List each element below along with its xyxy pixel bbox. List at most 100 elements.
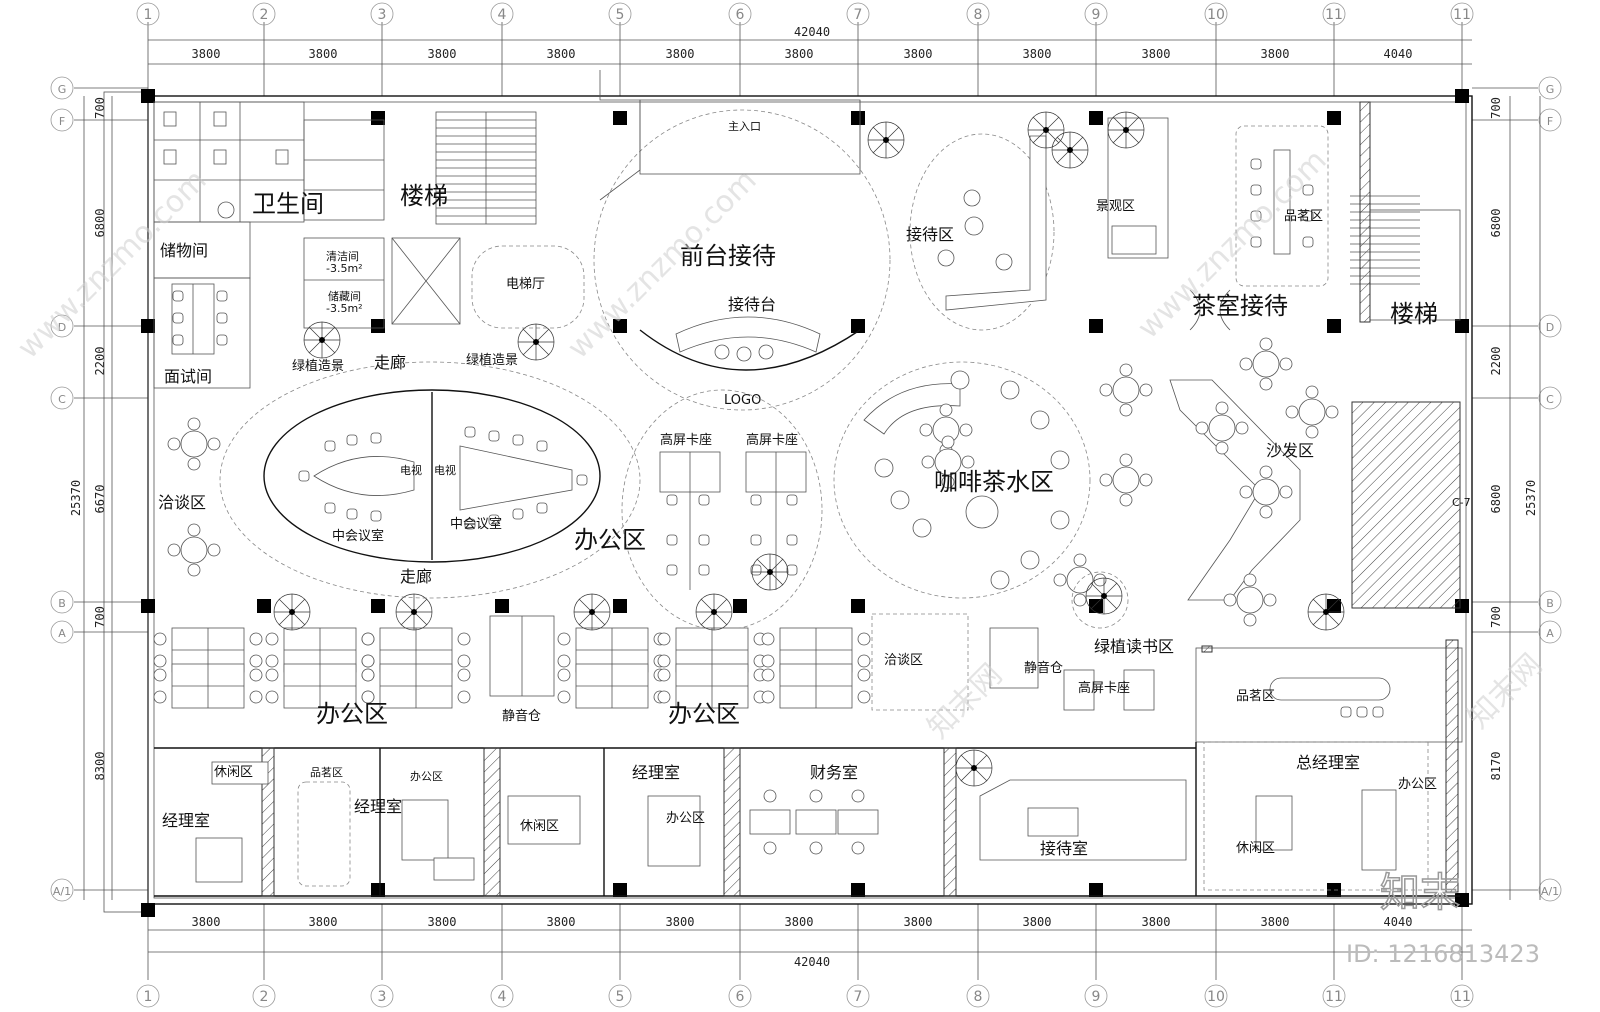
label-manager-3: 经理室 xyxy=(632,763,680,782)
desk-cluster xyxy=(557,663,667,709)
axis-bubble xyxy=(50,590,74,614)
label-reception: 前台接待 xyxy=(680,242,776,270)
label-corridor-top: 走廊 xyxy=(374,353,406,372)
axis-bubble xyxy=(490,984,514,1008)
row-axis-label: A/1 xyxy=(1541,885,1559,898)
row-axis-label: D xyxy=(1546,321,1554,334)
label-storage: 储物间 xyxy=(160,241,208,260)
booth-chair xyxy=(666,534,678,546)
waiting-area-oval xyxy=(909,133,1055,331)
sofa-table-set xyxy=(1053,553,1107,607)
label-office-small-3: 办公区 xyxy=(666,811,705,826)
dim-label-left: 700 xyxy=(93,606,107,628)
label-leisure-3: 休闲区 xyxy=(520,819,559,834)
label-tea-area-right: 品茗区 xyxy=(1236,689,1275,704)
plant xyxy=(1307,593,1345,631)
label-door-code: C-7 xyxy=(1452,496,1471,509)
structural-column xyxy=(613,319,627,333)
label-meeting-b: 中会议室 xyxy=(450,516,502,532)
watermark-id: ID: 1216813423 xyxy=(1346,940,1540,968)
label-tv-a: 电视 xyxy=(400,463,422,477)
label-logo: LOGO xyxy=(724,393,761,408)
structural-column xyxy=(141,319,155,333)
row-axis-label: C xyxy=(1546,393,1554,406)
plant xyxy=(1085,577,1123,615)
label-reception-room: 接待室 xyxy=(1040,839,1088,858)
finance-desk xyxy=(749,809,791,835)
column-axis-label: 5 xyxy=(616,7,625,23)
cafe-seat xyxy=(874,458,894,478)
label-green-right: 绿植造景 xyxy=(466,353,518,368)
structural-column xyxy=(141,599,155,613)
label-green-reading: 绿植读书区 xyxy=(1094,637,1174,656)
structural-column xyxy=(851,319,865,333)
label-corridor-bottom: 走廊 xyxy=(400,567,432,586)
dim-label-bottom: 3800 xyxy=(1023,915,1052,929)
axis-bubble xyxy=(490,2,514,26)
label-reception-desk: 接待台 xyxy=(728,295,776,314)
desk-cluster xyxy=(153,663,263,709)
finance-chair xyxy=(763,841,777,855)
dim-label-bottom: 4040 xyxy=(1384,915,1413,929)
dim-label-bottom: 3800 xyxy=(309,915,338,929)
watermark-brand-2: 知末网 xyxy=(1461,647,1549,735)
label-silent-pod-mid: 静音仓 xyxy=(1024,660,1063,676)
dim-label-top: 3800 xyxy=(309,47,338,61)
column-axis-label: 5 xyxy=(616,989,625,1005)
plant xyxy=(395,593,433,631)
booth-chair xyxy=(750,534,762,546)
dim-label-top: 3800 xyxy=(192,47,221,61)
meeting-ellipse-outer xyxy=(219,361,641,599)
cafe-seat xyxy=(1000,380,1020,400)
label-tea-area-2: 品茗区 xyxy=(310,766,343,779)
meeting-chair xyxy=(488,430,500,442)
column-axis-label: 4 xyxy=(498,7,507,23)
structural-column xyxy=(613,883,627,897)
high-screen-booths xyxy=(659,451,807,590)
axis-bubble xyxy=(1084,984,1108,1008)
finance-chair xyxy=(763,789,777,803)
toilet-block xyxy=(153,101,385,223)
dim-label-bottom: 3800 xyxy=(666,915,695,929)
structural-column xyxy=(1089,883,1103,897)
watermark-brand-1: 知末网 xyxy=(921,657,1009,745)
cafe-seat xyxy=(1050,510,1070,530)
label-office-center: 办公区 xyxy=(574,526,646,554)
dim-label-top: 3800 xyxy=(785,47,814,61)
row-axis-label: A xyxy=(58,627,66,640)
sofa-table-set xyxy=(1239,337,1293,391)
label-stairs-right: 楼梯 xyxy=(1390,300,1438,328)
label-meeting-a: 中会议室 xyxy=(332,528,384,544)
plant xyxy=(751,553,789,591)
axis-bubble xyxy=(1322,984,1346,1008)
structural-column xyxy=(371,883,385,897)
label-toilet: 卫生间 xyxy=(252,190,324,218)
label-landscape: 景观区 xyxy=(1096,199,1135,214)
label-elevator-hall: 电梯厅 xyxy=(506,277,545,292)
structural-column xyxy=(851,111,865,125)
column-axis-label: 7 xyxy=(854,7,863,23)
axis-bubble xyxy=(846,984,870,1008)
finance-chair xyxy=(851,841,865,855)
cafe-oval xyxy=(833,361,1091,599)
column-axis-label: 11 xyxy=(1453,7,1471,23)
row-axis-label: C xyxy=(58,393,66,406)
axis-bubble xyxy=(966,2,990,26)
label-green-left: 绿植造景 xyxy=(292,359,344,374)
axis-bubble xyxy=(50,314,74,338)
label-hs-booth-2: 高屏卡座 xyxy=(746,432,798,448)
meeting-chair xyxy=(324,502,336,514)
axis-bubble xyxy=(728,984,752,1008)
plant xyxy=(517,323,555,361)
meeting-chair xyxy=(346,508,358,520)
label-office-small: 办公区 xyxy=(410,770,443,783)
dim-label-left: 6670 xyxy=(93,485,107,514)
label-hs-booth-1: 高屏卡座 xyxy=(660,432,712,448)
dim-label-bottom: 3800 xyxy=(428,915,457,929)
dim-label-right: 700 xyxy=(1489,606,1503,628)
axis-bubble xyxy=(136,984,160,1008)
